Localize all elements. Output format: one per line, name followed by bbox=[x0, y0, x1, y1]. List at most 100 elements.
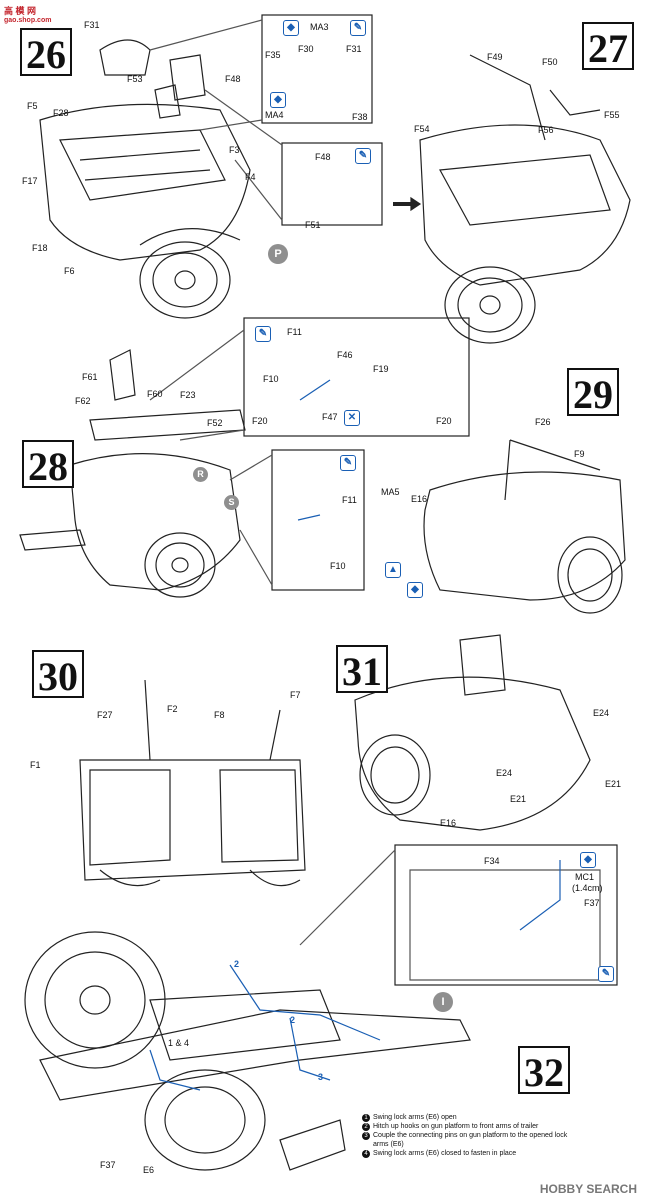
callout-1-and-4: 1 & 4 bbox=[168, 1038, 190, 1048]
label-ma3: MA3 bbox=[310, 22, 329, 32]
note-number: 2 bbox=[362, 1122, 370, 1131]
label-f53: F53 bbox=[127, 74, 143, 84]
label-f4: F4 bbox=[245, 172, 256, 182]
label-f37-inset: F37 bbox=[584, 898, 600, 908]
label-f50: F50 bbox=[542, 57, 558, 67]
label-f20-right: F20 bbox=[436, 416, 452, 426]
callout-3: 3 bbox=[318, 1072, 324, 1082]
cement-icon: ◆ bbox=[283, 20, 299, 36]
label-f20-left: F20 bbox=[252, 416, 268, 426]
label-f1: F1 bbox=[30, 760, 41, 770]
watermark-logo-text: 高 模 网 bbox=[4, 6, 37, 16]
paint-icon: ✎ bbox=[350, 20, 366, 36]
marker-r: R bbox=[193, 467, 208, 482]
step-31-number: 31 bbox=[336, 645, 388, 694]
paint-icon: ✎ bbox=[598, 966, 614, 982]
note-text: Swing lock arms (E6) open bbox=[373, 1114, 457, 1121]
paint-icon: ✎ bbox=[355, 148, 371, 164]
paint-icon: ✎ bbox=[340, 455, 356, 471]
label-f47: F47 bbox=[322, 412, 338, 422]
label-f8: F8 bbox=[214, 710, 225, 720]
label-e21-right: E21 bbox=[605, 779, 622, 789]
label-f9: F9 bbox=[574, 449, 585, 459]
label-e16-31: E16 bbox=[440, 818, 457, 828]
step-29-number: 29 bbox=[567, 368, 619, 417]
step-28-number: 28 bbox=[22, 440, 74, 489]
label-f55: F55 bbox=[604, 110, 620, 120]
label-f7: F7 bbox=[290, 690, 301, 700]
label-f18: F18 bbox=[32, 243, 48, 253]
label-f27: F27 bbox=[97, 710, 113, 720]
label-mc1: MC1 bbox=[575, 872, 595, 882]
note-text: Hitch up hooks on gun platform to front … bbox=[373, 1123, 539, 1130]
marker-p: P bbox=[268, 244, 288, 264]
label-f35: F35 bbox=[265, 50, 281, 60]
label-f46: F46 bbox=[337, 350, 353, 360]
label-f10: F10 bbox=[263, 374, 279, 384]
note-number: 3 bbox=[362, 1131, 370, 1140]
cement-icon: ✕ bbox=[344, 410, 360, 426]
note-text: Swing lock arms (E6) closed to fasten in… bbox=[373, 1150, 517, 1157]
paint-icon: ✎ bbox=[255, 326, 271, 342]
label-e16: E16 bbox=[411, 494, 428, 504]
label-f60: F60 bbox=[147, 389, 163, 399]
label-e24-right: E24 bbox=[593, 708, 610, 718]
callout-2-mid: 2 bbox=[290, 1015, 296, 1025]
watermark-logo: 高 模 网 gao.shop.com bbox=[4, 4, 51, 24]
label-f10-inset: F10 bbox=[330, 561, 346, 571]
label-f62: F62 bbox=[75, 396, 91, 406]
label-f31-inset: F31 bbox=[346, 44, 362, 54]
watermark-url: gao.shop.com bbox=[4, 17, 52, 24]
paint-icon: ◆ bbox=[580, 852, 596, 868]
note-number: 4 bbox=[362, 1149, 370, 1158]
label-f2: F2 bbox=[167, 704, 178, 714]
label-f30: F30 bbox=[298, 44, 314, 54]
label-f56: F56 bbox=[538, 125, 554, 135]
label-f52: F52 bbox=[207, 418, 223, 428]
label-f17: F17 bbox=[22, 176, 38, 186]
label-f28: F28 bbox=[53, 108, 69, 118]
label-f31: F31 bbox=[84, 20, 100, 30]
marker-s: S bbox=[224, 495, 239, 510]
step-27-number: 27 bbox=[582, 22, 634, 71]
marker-i: I bbox=[433, 992, 453, 1012]
label-f26: F26 bbox=[535, 417, 551, 427]
label-f34: F34 bbox=[484, 856, 500, 866]
label-e21-left: E21 bbox=[510, 794, 527, 804]
label-f48: F48 bbox=[225, 74, 241, 84]
cement-icon: ◆ bbox=[270, 92, 286, 108]
label-f3: F3 bbox=[229, 145, 240, 155]
note-number: 1 bbox=[362, 1113, 370, 1122]
step-32-number: 32 bbox=[518, 1046, 570, 1095]
label-f49: F49 bbox=[487, 52, 503, 62]
note-text: Couple the connecting pins on gun platfo… bbox=[373, 1132, 568, 1148]
label-ma5: MA5 bbox=[381, 487, 400, 497]
label-f51: F51 bbox=[305, 220, 321, 230]
paint-icon: ◆ bbox=[407, 582, 423, 598]
label-f54: F54 bbox=[414, 124, 430, 134]
step-30-number: 30 bbox=[32, 650, 84, 699]
label-mc1-length: (1.4cm) bbox=[572, 883, 603, 893]
label-f6: F6 bbox=[64, 266, 75, 276]
watermark-hobby-search: HOBBY SEARCH bbox=[539, 1182, 637, 1196]
label-f61: F61 bbox=[82, 372, 98, 382]
label-f38: F38 bbox=[352, 112, 368, 122]
label-f48-inset: F48 bbox=[315, 152, 331, 162]
label-e6: E6 bbox=[143, 1165, 155, 1175]
step-26-number: 26 bbox=[20, 28, 72, 77]
callout-2-top: 2 bbox=[234, 959, 240, 969]
label-f11: F11 bbox=[287, 327, 302, 337]
label-f37: F37 bbox=[100, 1160, 116, 1170]
label-f5: F5 bbox=[27, 101, 38, 111]
label-f23: F23 bbox=[180, 390, 196, 400]
label-f11-inset: F11 bbox=[342, 495, 357, 505]
label-ma4: MA4 bbox=[265, 110, 284, 120]
label-e24-left: E24 bbox=[496, 768, 513, 778]
label-f19: F19 bbox=[373, 364, 389, 374]
